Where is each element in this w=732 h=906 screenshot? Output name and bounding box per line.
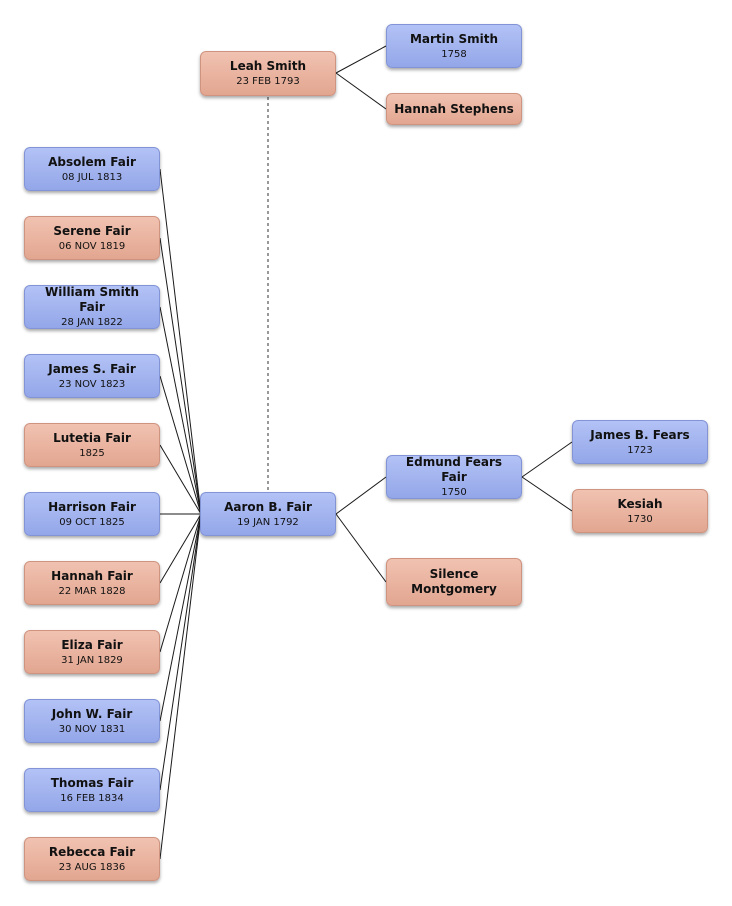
- child-name: Serene Fair: [53, 223, 131, 238]
- person-name: Silence Montgomery: [411, 567, 497, 596]
- child-connector-line: [159, 513, 202, 722]
- person-aaron-fair[interactable]: Aaron B. Fair 19 JAN 1792: [200, 492, 336, 536]
- person-date: 1723: [627, 444, 653, 456]
- child-node[interactable]: Absolem Fair 08 JUL 1813: [24, 147, 160, 191]
- person-kesiah[interactable]: Kesiah 1730: [572, 489, 708, 533]
- child-name: Harrison Fair: [48, 499, 136, 514]
- child-connector-line: [159, 306, 202, 515]
- person-leah-smith[interactable]: Leah Smith 23 FEB 1793: [200, 51, 336, 96]
- child-connector-line: [159, 237, 202, 515]
- child-date: 31 JAN 1829: [61, 654, 123, 666]
- child-date: 30 NOV 1831: [58, 723, 126, 735]
- child-connector-line: [159, 513, 202, 653]
- child-node[interactable]: Lutetia Fair 1825: [24, 423, 160, 467]
- child-node[interactable]: Rebecca Fair 23 AUG 1836: [24, 837, 160, 881]
- child-date: 06 NOV 1819: [58, 240, 126, 252]
- person-name: Leah Smith: [229, 59, 307, 73]
- person-name: Kesiah: [617, 496, 663, 511]
- person-silence-montgomery[interactable]: Silence Montgomery: [386, 558, 522, 606]
- person-name: James B. Fears: [590, 427, 690, 442]
- person-martin-smith[interactable]: Martin Smith 1758: [386, 24, 522, 68]
- child-name: Lutetia Fair: [53, 430, 131, 445]
- child-date: 08 JUL 1813: [61, 171, 123, 183]
- child-date: 23 AUG 1836: [58, 861, 126, 873]
- child-date: 28 JAN 1822: [61, 317, 123, 328]
- parent-connector-line: [521, 476, 573, 512]
- child-name: Absolem Fair: [48, 154, 136, 169]
- child-node[interactable]: Eliza Fair 31 JAN 1829: [24, 630, 160, 674]
- child-node[interactable]: Serene Fair 06 NOV 1819: [24, 216, 160, 260]
- child-date: 22 MAR 1828: [58, 585, 126, 597]
- child-date: 09 OCT 1825: [59, 516, 125, 528]
- child-connector-line: [159, 513, 202, 584]
- person-hannah-stephens[interactable]: Hannah Stephens: [386, 93, 522, 125]
- child-name: Thomas Fair: [50, 775, 134, 790]
- parent-connector-line: [335, 513, 387, 583]
- child-connector-line: [159, 444, 202, 515]
- person-james-b-fears[interactable]: James B. Fears 1723: [572, 420, 708, 464]
- child-node[interactable]: Hannah Fair 22 MAR 1828: [24, 561, 160, 605]
- child-node[interactable]: Harrison Fair 09 OCT 1825: [24, 492, 160, 536]
- child-date: 16 FEB 1834: [60, 792, 124, 804]
- parent-connector-line: [521, 441, 573, 478]
- child-node[interactable]: Thomas Fair 16 FEB 1834: [24, 768, 160, 812]
- child-connector-line: [159, 513, 202, 791]
- child-date: 23 NOV 1823: [58, 378, 126, 390]
- person-date: 1730: [627, 513, 653, 525]
- child-connector-line: [159, 168, 202, 515]
- person-name: Aaron B. Fair: [224, 499, 312, 514]
- child-name: Hannah Fair: [51, 568, 133, 583]
- child-name: Rebecca Fair: [48, 844, 136, 859]
- person-edmund-fears-fair[interactable]: Edmund Fears Fair 1750: [386, 455, 522, 499]
- person-name: Edmund Fears Fair: [405, 455, 503, 484]
- person-name: Hannah Stephens: [394, 101, 514, 116]
- child-node[interactable]: James S. Fair 23 NOV 1823: [24, 354, 160, 398]
- child-name: Eliza Fair: [61, 637, 123, 652]
- child-node[interactable]: William Smith Fair 28 JAN 1822: [24, 285, 160, 329]
- child-connector-line: [159, 375, 202, 515]
- parent-connector-line: [335, 45, 387, 74]
- person-date: 23 FEB 1793: [236, 76, 300, 87]
- child-connector-line: [159, 513, 202, 860]
- person-date: 1758: [441, 48, 467, 60]
- person-name: Martin Smith: [409, 31, 499, 46]
- child-date: 1825: [79, 447, 105, 459]
- person-date: 19 JAN 1792: [237, 516, 299, 528]
- child-node[interactable]: John W. Fair 30 NOV 1831: [24, 699, 160, 743]
- parent-connector-line: [335, 476, 387, 515]
- child-name: John W. Fair: [51, 706, 133, 721]
- child-name: William Smith Fair: [44, 285, 139, 314]
- person-date: 1750: [441, 487, 467, 498]
- child-name: James S. Fair: [48, 361, 136, 376]
- parent-connector-line: [335, 72, 387, 110]
